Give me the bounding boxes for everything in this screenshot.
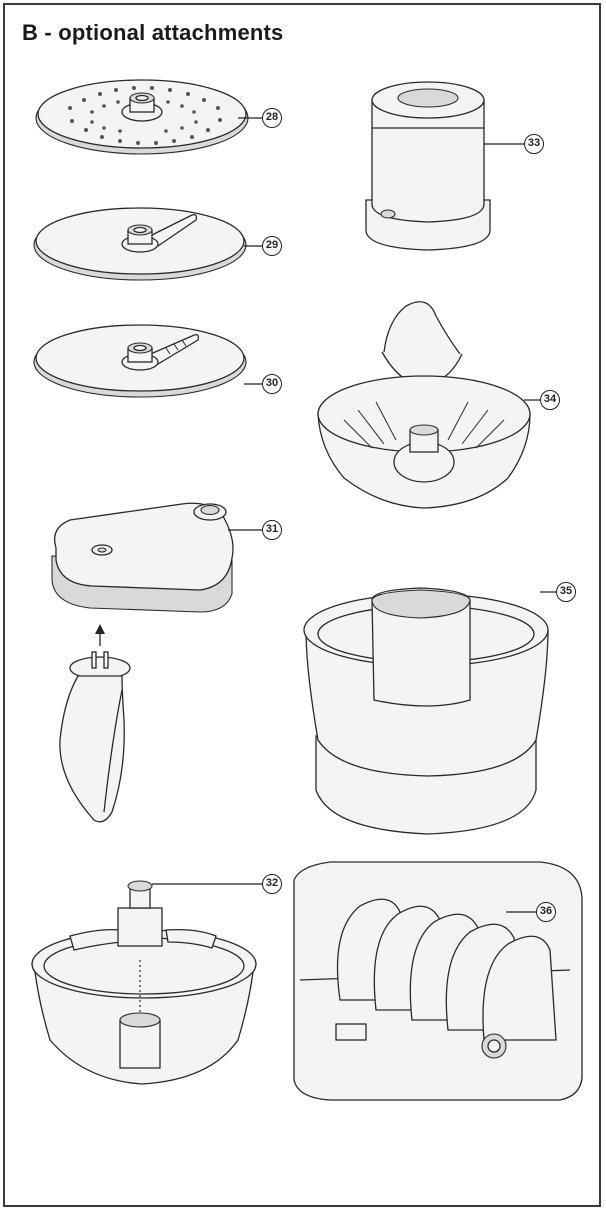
juicer-insert-part <box>303 587 556 835</box>
citrus-press-part <box>317 301 540 509</box>
callout-31: 31 <box>262 520 282 540</box>
callout-36: 36 <box>536 902 556 922</box>
slicing-disc-thin-part <box>33 207 262 281</box>
mill-part <box>365 81 524 251</box>
callout-34: 34 <box>540 390 560 410</box>
page-title: B - optional attachments <box>22 20 284 45</box>
callout-29: 29 <box>262 236 282 256</box>
dough-lid-part <box>51 502 262 613</box>
callout-28: 28 <box>262 108 282 128</box>
callout-32: 32 <box>262 874 282 894</box>
callout-30: 30 <box>262 374 282 394</box>
callout-33: 33 <box>524 134 544 154</box>
kneading-hook-part <box>59 624 131 823</box>
disc-storage-box-part <box>293 861 583 1101</box>
slicing-disc-thick-part <box>33 324 262 398</box>
chopper-bowl-part <box>31 880 262 1085</box>
callout-35: 35 <box>556 582 576 602</box>
grating-disc-part <box>35 79 262 155</box>
